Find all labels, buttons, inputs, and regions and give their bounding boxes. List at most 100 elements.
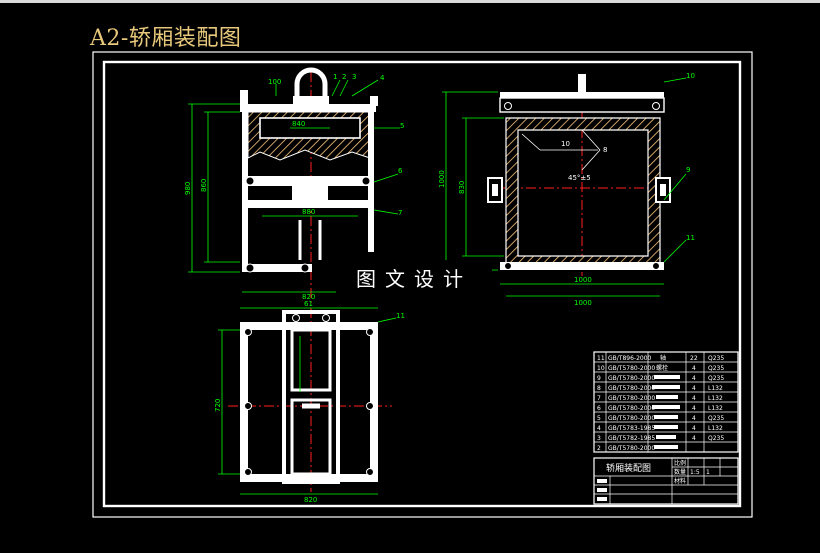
bom-mat: Q235: [708, 355, 724, 362]
bom-name: 螺栓: [656, 364, 668, 372]
bom-mat: L132: [708, 395, 723, 402]
page-title: A2-轿厢装配图: [90, 26, 242, 51]
sheet-inner-border: [102, 60, 742, 508]
bom-qty: 4: [692, 405, 696, 412]
bom-code: GB/T5780-2000: [608, 445, 655, 452]
bom-code: GB/T896-2000: [608, 355, 652, 362]
lifting-eye-icon: [578, 74, 586, 92]
side-dim-labels: 1000 830 1000 1000 10 9 11: [438, 72, 695, 307]
front-view[interactable]: 980 860 880 820 100 840 1 2 3 4 5 6 7: [184, 67, 404, 305]
dim-label: 840: [292, 120, 305, 128]
bom-qty: 4: [692, 435, 696, 442]
bom-code: GB/T5780-2000: [608, 385, 655, 392]
front-dim-labels: 980 860 880 820 100 840 1 2 3 4 5 6 7: [184, 73, 404, 301]
leader-label: 11: [396, 312, 405, 320]
bom-code: GB/T5780-2000: [608, 415, 655, 422]
window-top-border: [0, 0, 820, 3]
bom-code: GB/T5780-2000: [608, 405, 655, 412]
bom-qty: 22: [690, 355, 698, 362]
tb-value: 1: [706, 469, 710, 476]
leader-label: 11: [686, 234, 695, 242]
bom-qty: 4: [692, 365, 696, 372]
bill-of-materials[interactable]: 11 GB/T896-2000 轴 22 Q235 10 GB/T5780-20…: [593, 351, 739, 453]
bom-qty: 4: [692, 385, 696, 392]
bom-mat: Q235: [708, 415, 724, 422]
bom-qty: 4: [692, 415, 696, 422]
dim-label: 880: [302, 208, 315, 216]
tb-label: 材料: [674, 477, 686, 485]
side-view[interactable]: 10 45°±5 8 1000 830 1000: [438, 72, 695, 307]
title-block[interactable]: 轿厢装配图 比例 1:5 数量 1 材料: [593, 457, 739, 505]
bom-no: 3: [597, 435, 601, 442]
leader-label: 5: [400, 122, 404, 130]
side-annotation-labels: 10 45°±5 8: [561, 140, 607, 182]
bom-mat: Q235: [708, 435, 724, 442]
annotation-label: 45°±5: [568, 174, 591, 182]
top-dimensions: [218, 307, 397, 495]
top-beam: [240, 104, 376, 112]
dim-label: 1000: [574, 276, 592, 284]
bom-code: GB/T5780-2000: [608, 395, 655, 402]
bom-mat: L132: [708, 385, 723, 392]
center-hanger: [282, 310, 340, 484]
bom-code: GB/T5783-1985: [608, 425, 655, 432]
leader-label: 9: [686, 166, 690, 174]
tb-label: 比例: [674, 459, 686, 467]
leader-label: 4: [380, 74, 385, 82]
top-frame: [240, 322, 378, 330]
bom-no: 7: [597, 395, 601, 402]
bom-no: 5: [597, 415, 601, 422]
bom-no: 4: [597, 425, 601, 432]
sheet-outer-border: [92, 51, 753, 518]
leader-label: 10: [686, 72, 695, 80]
dim-label: 1000: [574, 299, 592, 307]
tb-value: 1:5: [690, 469, 700, 476]
bom-no: 6: [597, 405, 601, 412]
bom-no: 8: [597, 385, 601, 392]
dim-label: 860: [200, 179, 208, 192]
leader-label: 1: [333, 73, 337, 81]
top-dim-labels: 61 720 820 11: [214, 300, 405, 504]
bom-name: 轴: [660, 354, 666, 362]
top-rail: [500, 92, 664, 98]
lifting-eye-icon: [293, 67, 329, 104]
bom-mat: L132: [708, 425, 723, 432]
bom-no: 2: [597, 445, 601, 452]
section-annotation: [521, 129, 601, 171]
bom-code: GB/T5782-1985: [608, 435, 655, 442]
bom-code: GB/T5780-2000: [608, 365, 655, 372]
bottom-frame: [240, 474, 378, 482]
left-wall: [242, 112, 248, 272]
leader-label: 8: [603, 146, 607, 154]
bom-qty: 4: [692, 395, 696, 402]
dim-label: 820: [304, 496, 317, 504]
front-dimensions: [188, 79, 400, 293]
bom-qty: 4: [692, 375, 696, 382]
dim-label: 720: [214, 399, 222, 412]
dim-label: 980: [184, 182, 192, 195]
bom-qty: 4: [692, 425, 696, 432]
dim-label: 1000: [438, 170, 446, 188]
dim-label: 61: [304, 300, 313, 308]
dim-label: 830: [458, 181, 466, 194]
bottom-rail: [500, 262, 664, 270]
dim-label: 100: [268, 78, 281, 86]
bom-mat: Q235: [708, 375, 724, 382]
leader-label: 6: [398, 167, 403, 175]
rail: [240, 90, 248, 104]
bom-no: 10: [597, 365, 605, 372]
hinge-icon: [487, 177, 503, 203]
bom-no: 11: [597, 355, 605, 362]
watermark: 图文设计: [336, 260, 492, 298]
bom-no: 9: [597, 375, 601, 382]
drawing-name: 轿厢装配图: [606, 462, 651, 474]
tb-label: 数量: [674, 468, 686, 476]
bom-code: GB/T5780-2000: [608, 375, 655, 382]
bom-mat: L132: [708, 405, 723, 412]
leader-label: 7: [398, 209, 402, 217]
bom-mat: Q235: [708, 365, 724, 372]
top-view[interactable]: 61 720 820 11: [214, 300, 405, 504]
leader-label: 2: [342, 73, 346, 81]
